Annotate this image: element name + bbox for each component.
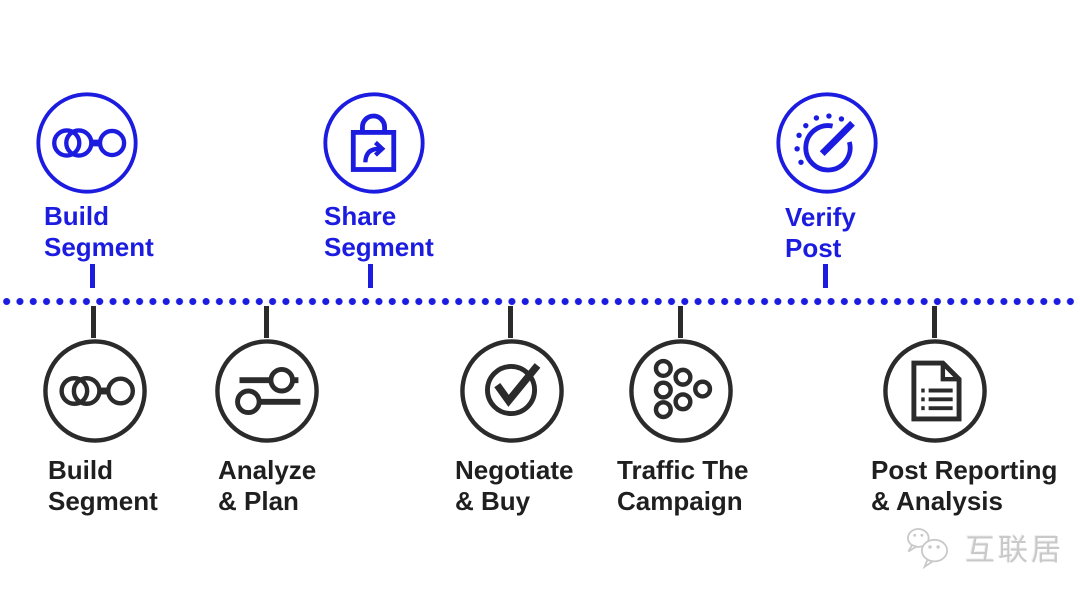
wechat-icon xyxy=(907,528,948,570)
segment-icon xyxy=(43,339,147,443)
gauge-icon xyxy=(776,92,878,194)
check-circle-icon xyxy=(460,339,564,443)
stage-connector xyxy=(91,306,96,338)
dots-cluster-icon xyxy=(629,339,733,443)
stage-label-post-reporting: Post Reporting & Analysis xyxy=(871,455,1058,516)
share-lock-icon xyxy=(323,92,425,194)
segment-icon xyxy=(36,92,138,194)
sliders-icon xyxy=(215,339,319,443)
stage-label-share-segment: Share Segment xyxy=(324,201,434,262)
timeline-tick xyxy=(368,264,373,288)
stage-label-negotiate-buy: Negotiate & Buy xyxy=(455,455,574,516)
timeline-tick xyxy=(823,264,828,288)
watermark: 互联居 xyxy=(903,524,1064,570)
stage-label-build-segment-top: Build Segment xyxy=(44,201,154,262)
stage-connector xyxy=(932,306,937,338)
stage-label-build-segment: Build Segment xyxy=(48,455,158,516)
stage-label-traffic-campaign: Traffic The Campaign xyxy=(617,455,749,516)
timeline-dotted-line xyxy=(0,297,1080,306)
watermark-text: 互联居 xyxy=(965,534,1064,567)
stage-connector xyxy=(678,306,683,338)
stage-label-analyze-plan: Analyze & Plan xyxy=(218,455,317,516)
stage-connector xyxy=(264,306,269,338)
report-document-icon xyxy=(883,339,987,443)
timeline-tick xyxy=(90,264,95,288)
stage-connector xyxy=(508,306,513,338)
stage-label-verify-post: Verify Post xyxy=(785,202,856,263)
